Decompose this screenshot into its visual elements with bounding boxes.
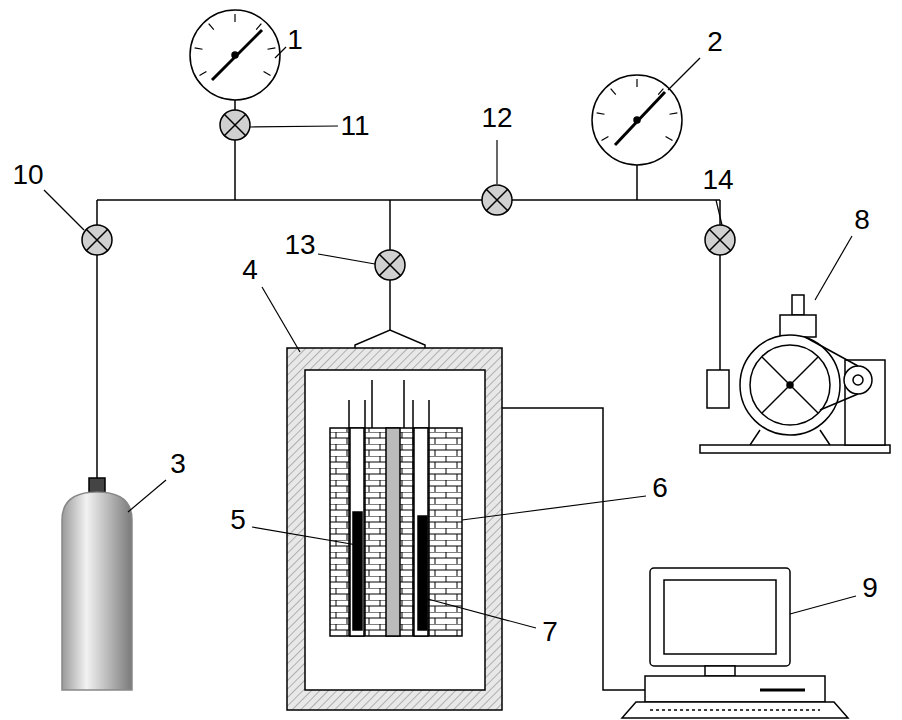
callout-number: 1 bbox=[287, 26, 303, 54]
callout-number: 14 bbox=[702, 166, 733, 194]
callout-number: 9 bbox=[862, 574, 878, 602]
vacuum-pump bbox=[700, 295, 890, 453]
callout-number: 4 bbox=[242, 256, 258, 284]
callout-number: 8 bbox=[854, 206, 870, 234]
callout-number: 13 bbox=[284, 231, 315, 259]
callout-number: 3 bbox=[170, 450, 186, 478]
callout-number: 5 bbox=[230, 506, 246, 534]
callout-number: 10 bbox=[12, 161, 43, 189]
leader-line bbox=[44, 47, 856, 628]
gas-cylinder bbox=[62, 478, 132, 690]
pressure-gauge bbox=[190, 10, 280, 100]
callout-number: 6 bbox=[652, 474, 668, 502]
callout-number: 7 bbox=[542, 618, 558, 646]
callout-number: 11 bbox=[340, 112, 369, 140]
computer bbox=[622, 568, 848, 718]
callout-number: 12 bbox=[481, 104, 512, 132]
valve-symbol bbox=[82, 110, 735, 280]
callout-number: 2 bbox=[707, 28, 723, 56]
furnace bbox=[287, 348, 502, 710]
pressure-gauge bbox=[592, 75, 682, 165]
